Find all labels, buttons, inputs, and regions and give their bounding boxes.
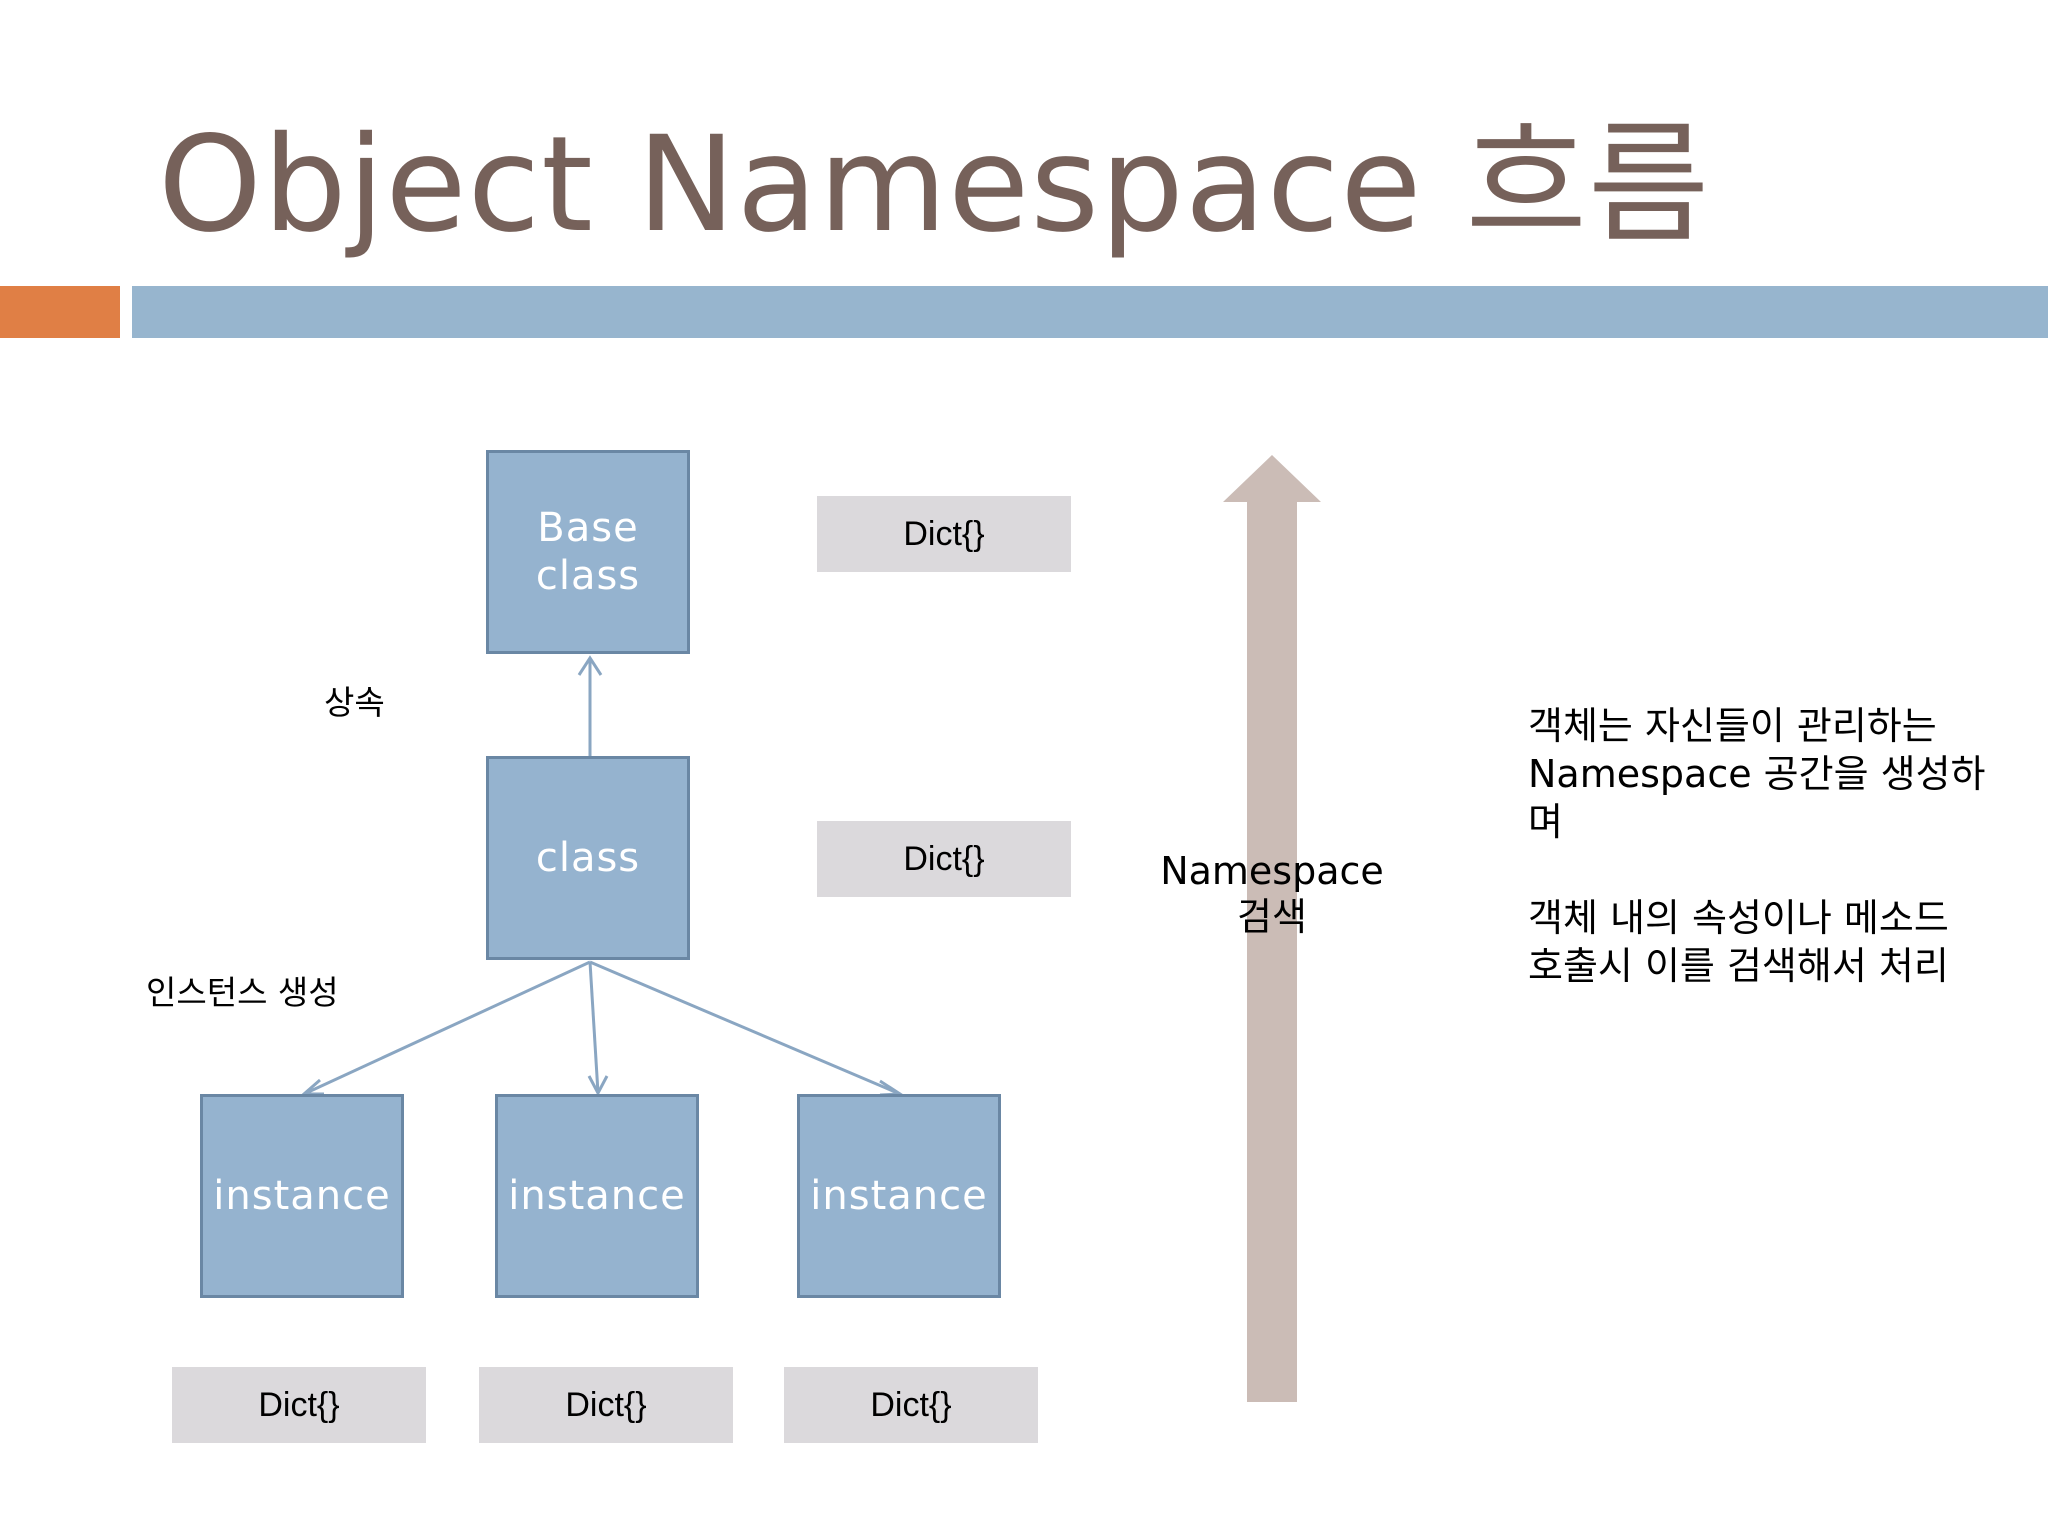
class-box: class: [486, 756, 690, 960]
instance-box: instance: [797, 1094, 1001, 1298]
description-paragraph-1: 객체는 자신들이 관리하는 Namespace 공간을 생성하며: [1528, 704, 1986, 844]
namespace-search-label-line2: 검색: [1237, 895, 1307, 939]
instance-box: instance: [200, 1094, 404, 1298]
instance-dict: Dict{}: [784, 1367, 1038, 1443]
description-paragraph-2: 객체 내의 속성이나 메소드 호출시 이를 검색해서 처리: [1528, 896, 1949, 988]
base-class-dict: Dict{}: [817, 496, 1071, 572]
instance-creation-label: 인스턴스 생성: [146, 973, 339, 1012]
title-accent-blue-bar: [132, 286, 2048, 338]
namespace-search-label: Namespace 검색: [1130, 848, 1414, 940]
instance-box: instance: [495, 1094, 699, 1298]
title-accent-orange-bar: [0, 286, 120, 338]
namespace-search-arrow: [1223, 455, 1321, 1402]
description-text: 객체는 자신들이 관리하는 Namespace 공간을 생성하며 객체 내의 속…: [1528, 702, 1988, 1038]
inheritance-label: 상속: [324, 683, 385, 722]
instance-creation-arrows: [300, 960, 905, 1097]
instance-dict: Dict{}: [172, 1367, 426, 1443]
base-class-box: Base class: [486, 450, 690, 654]
page-title: Object Namespace 흐름: [158, 108, 1711, 262]
namespace-search-label-line1: Namespace: [1160, 849, 1384, 893]
class-dict: Dict{}: [817, 821, 1071, 897]
instance-dict: Dict{}: [479, 1367, 733, 1443]
inheritance-arrow: [577, 655, 603, 756]
